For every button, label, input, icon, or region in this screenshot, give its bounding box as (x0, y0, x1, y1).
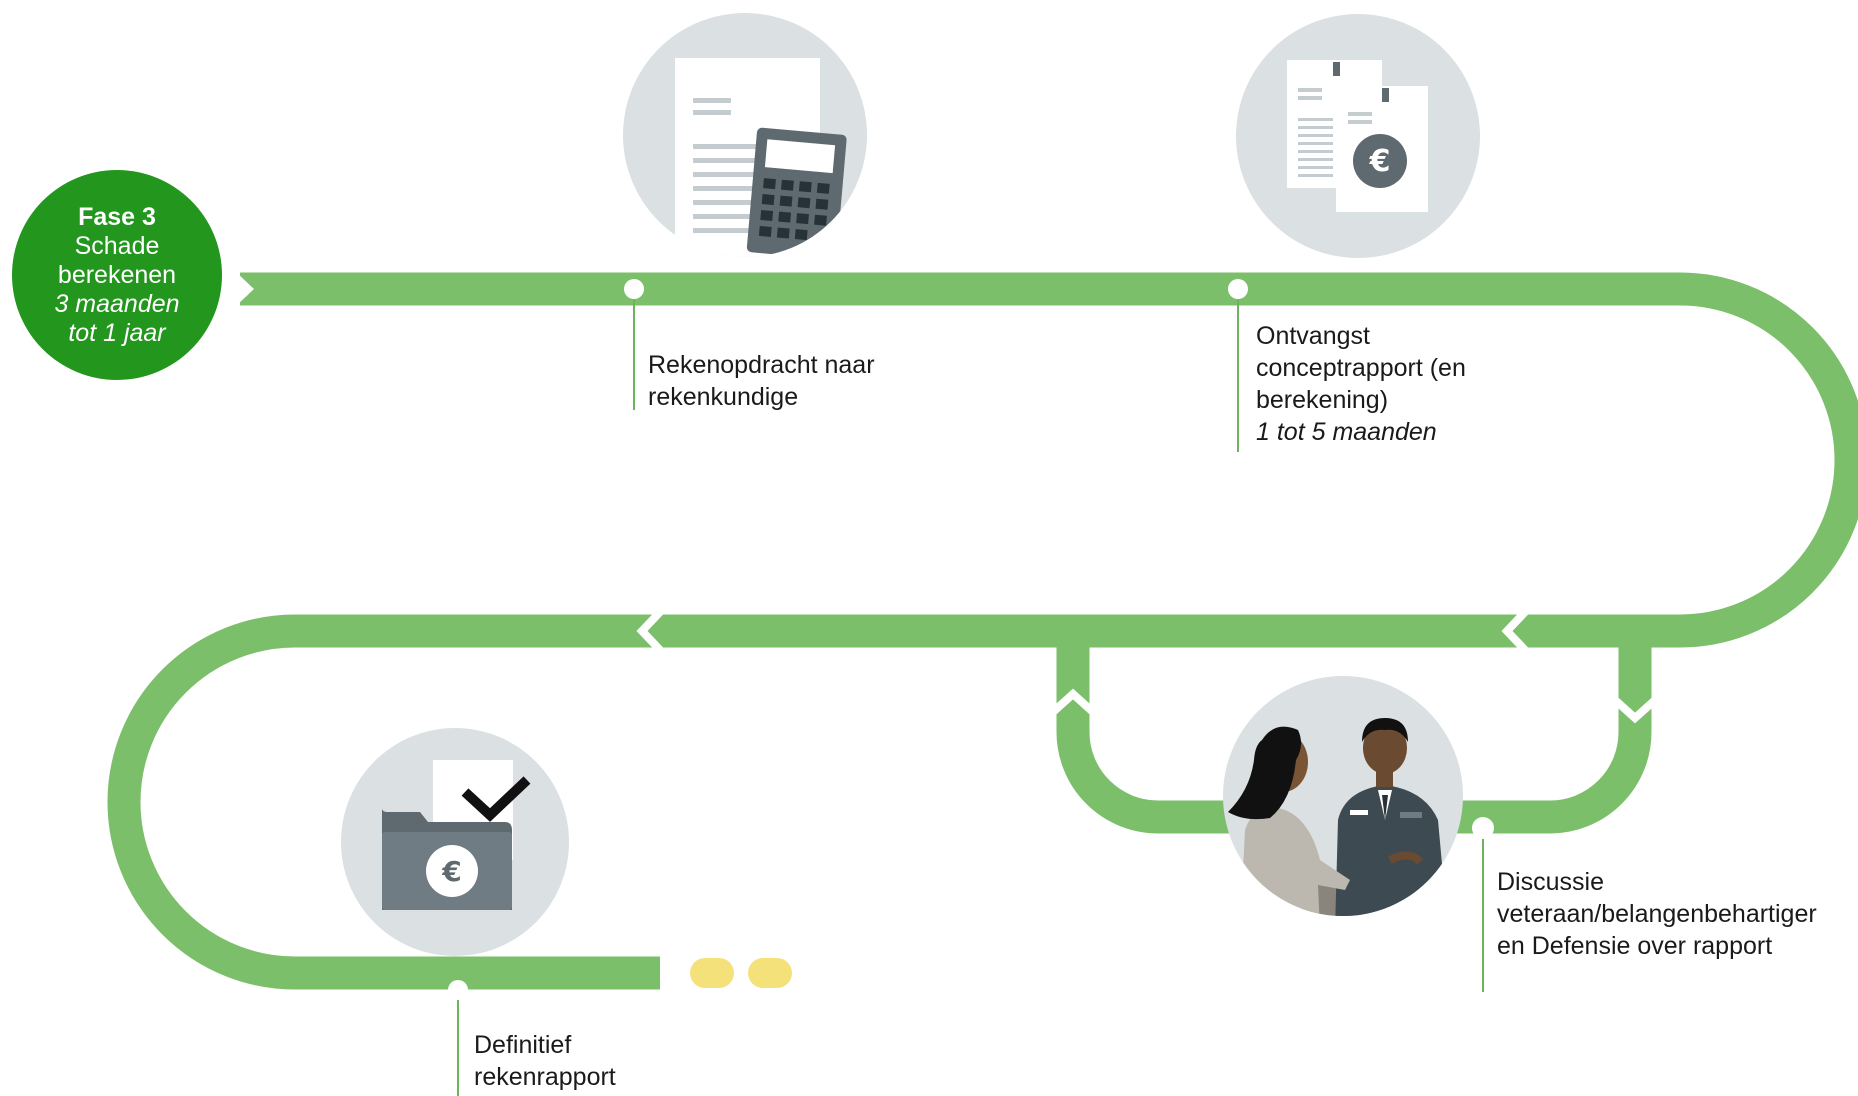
step-label-line: rekenrapport (474, 1063, 616, 1091)
documents-euro-icon: € (1236, 14, 1480, 258)
step-label-conceptrapport: Ontvangst conceptrapport (en berekening)… (1256, 320, 1466, 448)
phase-badge: Fase 3 Schade berekenen 3 maanden tot 1 … (12, 170, 222, 380)
milestone-marker (1472, 817, 1494, 992)
step-label-line: Ontvangst (1256, 322, 1370, 350)
track-arrow (1501, 609, 1528, 653)
step-label-line: en Defensie over rapport (1497, 932, 1773, 960)
step-label-line: Discussie (1497, 868, 1604, 896)
step-duration: 1 tot 5 maanden (1256, 418, 1437, 446)
track-arrow (1612, 697, 1658, 724)
step-label-line: conceptrapport (en (1256, 354, 1466, 382)
phase-title-line: Schade (74, 231, 160, 260)
continue-dot (748, 958, 792, 988)
step-label-rekenopdracht: Rekenopdracht naar rekenkundige (648, 349, 875, 413)
svg-text:€: € (441, 855, 461, 888)
continue-dot (690, 958, 734, 988)
milestone-marker (448, 980, 468, 1096)
step-label-discussie: Discussie veteraan/belangenbehartiger en… (1497, 866, 1817, 962)
step-label-definitief: Definitief rekenrapport (474, 1029, 616, 1093)
step-label-line: veteraan/belangenbehartiger (1497, 900, 1817, 928)
phase-number: Fase 3 (78, 202, 156, 231)
track-start-notch (236, 272, 254, 306)
document-calculator-icon (623, 13, 867, 257)
milestone-marker (1228, 279, 1248, 452)
track-arrow (636, 609, 663, 653)
svg-text:€: € (1369, 144, 1391, 179)
folder-euro-check-icon: € (341, 728, 569, 956)
phase-duration: 3 maanden (54, 289, 180, 318)
track-arrow (1050, 688, 1096, 715)
phase-title-line: berekenen (57, 260, 177, 289)
meeting-people-icon (1223, 676, 1463, 916)
timeline-track (107, 272, 1858, 990)
step-label-line: Rekenopdracht naar (648, 351, 875, 379)
step-label-line: Definitief (474, 1031, 572, 1059)
step-label-line: berekening) (1256, 386, 1389, 414)
milestone-marker (624, 279, 644, 410)
phase-duration: tot 1 jaar (68, 318, 166, 347)
step-label-line: rekenkundige (648, 383, 799, 411)
